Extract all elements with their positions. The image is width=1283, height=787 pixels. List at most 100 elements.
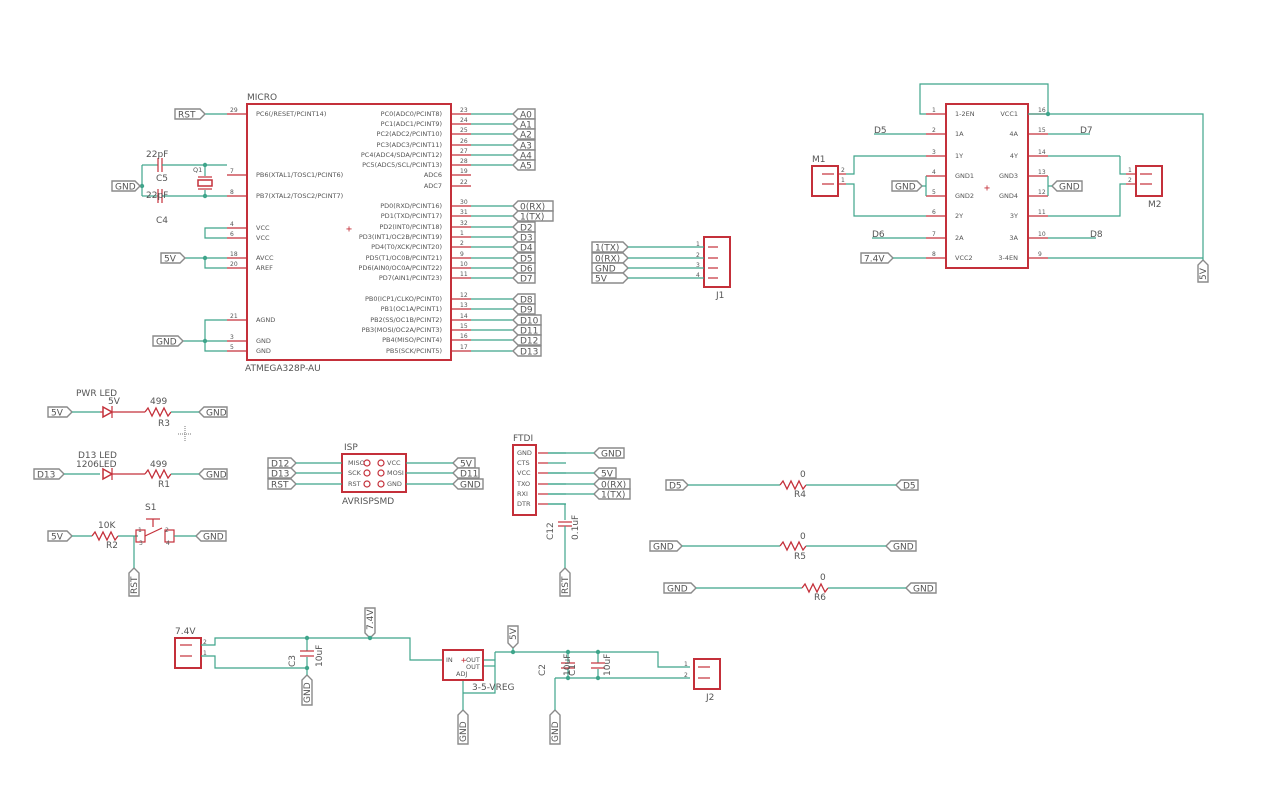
resistor-r6[interactable]: 0 R6 [696, 573, 906, 603]
net-flag[interactable]: 5V [507, 625, 519, 649]
motor-m2[interactable]: M2 1 2 [1126, 165, 1163, 210]
crystal-block[interactable]: 22pF C5 22pF C4 Q1 [139, 150, 227, 226]
net-flag-label: RST [130, 576, 140, 594]
micro-pin-name: AGND [256, 316, 275, 324]
net-flag[interactable]: GND [457, 709, 469, 745]
net-flag[interactable]: D5 [512, 252, 536, 265]
net-flag[interactable]: 5V [591, 272, 629, 285]
net-flag[interactable]: D9 [512, 303, 536, 316]
net-flag[interactable]: 5V [593, 467, 617, 480]
net-flag[interactable]: 0(RX) [512, 200, 554, 213]
motor-m1[interactable]: M1 2 1 [811, 155, 846, 197]
driver-pin-name: VCC2 [955, 254, 973, 262]
net-flag[interactable]: GND [152, 335, 184, 348]
net-flag-label: 0(RX) [595, 255, 620, 265]
micro-pin-num: 7 [230, 168, 234, 175]
net-flag[interactable]: 5V [160, 252, 186, 265]
net-flag[interactable]: A4 [512, 149, 536, 162]
net-flag[interactable]: 5V [47, 406, 73, 419]
net-flag[interactable]: RST [559, 567, 571, 597]
net-flag[interactable]: D3 [512, 231, 536, 244]
net-flag[interactable]: D5 [895, 479, 919, 492]
net-flag[interactable]: A5 [512, 159, 536, 172]
net-flag[interactable]: 1(TX) [593, 488, 631, 501]
net-flag[interactable]: D7 [512, 272, 536, 285]
net-flag[interactable]: GND [452, 478, 484, 491]
net-flag[interactable]: A0 [512, 108, 536, 121]
net-flag[interactable]: GND [663, 582, 697, 595]
net-flag[interactable]: GND [198, 468, 228, 481]
net-flag[interactable]: GND [195, 530, 227, 543]
net-flag[interactable]: GND [198, 406, 228, 419]
net-flag[interactable]: GND [549, 709, 561, 745]
net-flag[interactable]: 5V [1197, 259, 1209, 283]
net-flag[interactable]: GND [591, 262, 629, 275]
micro-pin-num: 23 [460, 107, 468, 114]
micro-pin-name: PB5(SCK/PCINT5) [386, 347, 442, 355]
net-flag[interactable]: 1(TX) [591, 241, 629, 254]
net-flag[interactable]: 7.4V [860, 252, 894, 265]
net-flag[interactable]: GND [885, 540, 917, 553]
driver-pin-name: 4A [1009, 130, 1018, 138]
net-flag[interactable]: GND [301, 674, 313, 706]
net-flag[interactable]: GND [111, 180, 141, 193]
driver-pin-name: 1Y [955, 152, 963, 160]
net-flag[interactable]: A1 [512, 118, 536, 131]
net-flag[interactable]: D6 [512, 262, 536, 275]
net-flag[interactable]: D13 [33, 468, 65, 481]
net-flag[interactable]: 5V [452, 457, 476, 470]
net-flag[interactable]: D13 [267, 467, 297, 480]
net-flag[interactable]: 5V [47, 530, 73, 543]
resistor-r4[interactable]: 0 R4 [688, 470, 896, 500]
net-flag[interactable]: D5 [665, 479, 689, 492]
net-flag-label: 5V [51, 533, 64, 543]
net-flag[interactable]: A3 [512, 139, 536, 152]
isp-name: ISP [344, 443, 358, 453]
net-flag-label: 1(TX) [601, 491, 625, 501]
net-flag[interactable]: D2 [512, 221, 536, 234]
net-flag[interactable]: D12 [267, 457, 297, 470]
micro-pin-name: PB3(MOSI/OC2A/PCINT3) [362, 326, 442, 334]
net-flag[interactable]: A2 [512, 128, 536, 141]
net-flag[interactable]: D11 [452, 467, 480, 480]
isp-pin-name: VCC [387, 459, 401, 467]
net-flag[interactable]: D10 [512, 314, 542, 327]
battery-connector[interactable]: 7.4V 2 1 [174, 627, 207, 669]
voltage-regulator[interactable]: IN OUT OUT ADJ 3-5-VREG + [442, 649, 515, 693]
net-flag[interactable]: RST [267, 478, 297, 491]
micro-pin-num: 2 [460, 240, 464, 247]
net-flag[interactable]: GND [891, 180, 923, 193]
net-flag[interactable]: D12 [512, 334, 542, 347]
pwr-led-block[interactable]: PWR LED 5V 499 R3 [72, 389, 199, 429]
c3-name: C3 [288, 655, 298, 667]
net-flag[interactable]: 0(RX) [591, 252, 629, 265]
net-flag[interactable]: 7.4V [364, 607, 376, 639]
micro-pin-name: GND [256, 337, 271, 345]
net-flag-label: D12 [271, 460, 289, 470]
net-flag[interactable]: GND [905, 582, 937, 595]
micro-pin-name: PC3(ADC3/PCINT11) [377, 141, 442, 149]
net-flag[interactable]: 0(RX) [593, 478, 631, 491]
micro-pin-name: PD1(TXD/PCINT17) [381, 212, 442, 220]
reset-switch-block[interactable]: S1 10K R2 1 3 2 4 [72, 503, 196, 568]
net-flag[interactable]: D11 [512, 324, 542, 337]
net-flag[interactable]: GND [1051, 180, 1083, 193]
net-flag[interactable]: RST [128, 567, 140, 597]
net-flag[interactable]: GND [649, 540, 683, 553]
net-flag[interactable]: D4 [512, 241, 536, 254]
net-flag[interactable]: 1(TX) [512, 210, 554, 223]
net-flag[interactable]: GND [593, 447, 625, 460]
j2-connector[interactable]: J2 1 2 [684, 658, 721, 703]
net-flag[interactable]: RST [174, 108, 206, 121]
resistor-r5[interactable]: 0 R5 [682, 532, 886, 562]
d13-led-block[interactable]: D13 LED 1206LED 499 R1 [64, 451, 199, 490]
net-flag[interactable]: D8 [512, 293, 536, 306]
c5-name: C5 [156, 174, 168, 184]
net-flag[interactable]: D13 [512, 345, 542, 358]
